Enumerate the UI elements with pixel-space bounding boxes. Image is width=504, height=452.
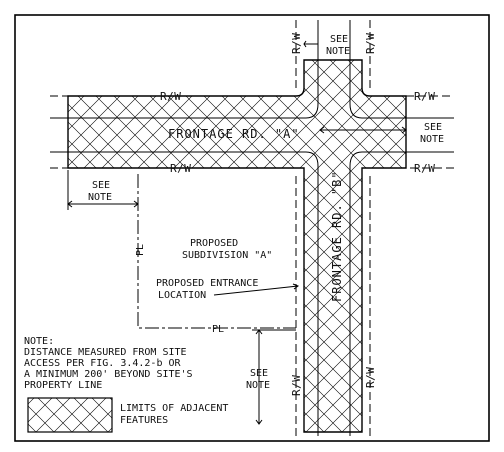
rw-label: R/W	[364, 367, 377, 388]
see-note-top: NOTE	[326, 46, 350, 57]
entrance-leader	[213, 285, 299, 296]
see-note-right: SEE	[424, 122, 442, 133]
rw-label: R/W	[290, 33, 303, 54]
property-line-symbol: PL	[212, 324, 224, 335]
entrance-label: PROPOSED ENTRANCE	[156, 278, 258, 289]
dim-top-arrow	[303, 40, 307, 48]
rw-label: R/W	[414, 162, 435, 175]
see-note-bottom: NOTE	[246, 380, 270, 391]
see-note-left: SEE	[92, 180, 110, 191]
legend-label: FEATURES	[120, 415, 168, 426]
rw-label: R/W	[290, 375, 303, 396]
subdivision-label: PROPOSED	[190, 238, 238, 249]
see-note-top: SEE	[330, 34, 348, 45]
rw-label: R/W	[170, 162, 191, 175]
property-line-symbol: PL	[135, 244, 146, 256]
dim-left-arrow	[67, 200, 73, 208]
see-note-right: NOTE	[420, 134, 444, 145]
curb-return-nw	[305, 103, 319, 119]
rw-label: R/W	[414, 90, 435, 103]
property-line	[137, 174, 296, 329]
legend-swatch	[27, 397, 113, 433]
note-heading: NOTE:	[24, 336, 54, 347]
note-text: DISTANCE MEASURED FROM SITE	[24, 347, 187, 358]
entrance-label: LOCATION	[158, 290, 206, 301]
subdivision-label: SUBDIVISION "A"	[182, 250, 272, 261]
dim-bottom-arrow	[255, 329, 263, 335]
frame-border	[14, 14, 490, 442]
curb-return-se	[349, 151, 363, 167]
entrance-arrow	[292, 283, 300, 290]
dim-right-arrow-2	[401, 126, 407, 134]
road-a-name: FRONTAGE RD. "A"	[168, 127, 300, 141]
curb-return-sw	[305, 151, 319, 167]
legend-label: LIMITS OF ADJACENT	[120, 403, 228, 414]
dim-bottom-arrow-2	[255, 419, 263, 425]
rw-label: R/W	[160, 90, 181, 103]
road-b-name: FRONTAGE RD. "B"	[330, 170, 344, 302]
dim-right-arrow	[319, 126, 325, 134]
rw-label: R/W	[364, 33, 377, 54]
note-text: PROPERTY LINE	[24, 380, 102, 391]
dim-left-arrow-2	[133, 200, 139, 208]
note-text: A MINIMUM 200' BEYOND SITE'S	[24, 369, 193, 380]
curb-return-ne	[349, 103, 363, 119]
see-note-left: NOTE	[88, 192, 112, 203]
note-text: ACCESS PER FIG. 3.4.2-b OR	[24, 358, 182, 369]
see-note-bottom: SEE	[250, 368, 268, 379]
